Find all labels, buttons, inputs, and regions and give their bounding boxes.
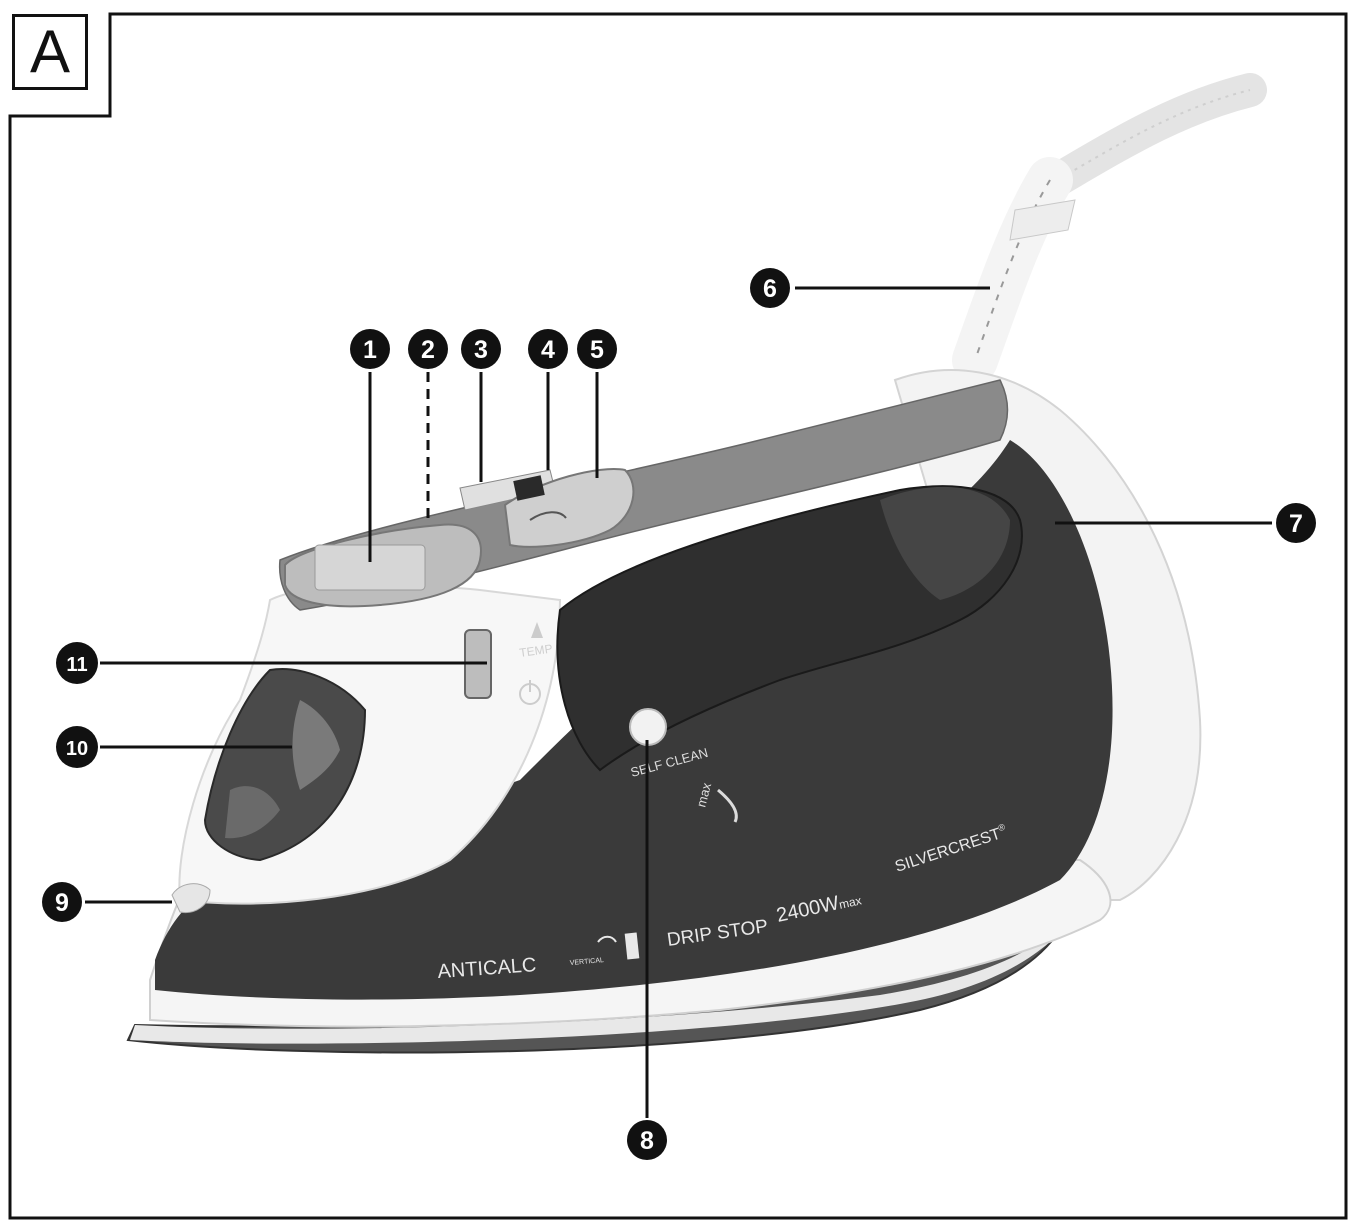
svg-text:7: 7 (1289, 510, 1303, 538)
leader-lines (85, 286, 1272, 1118)
figure-label: A (12, 14, 88, 90)
svg-text:1: 1 (363, 336, 377, 364)
vertical-print: VERTICAL (570, 957, 605, 967)
callout-8: 8 (627, 1120, 667, 1160)
svg-text:9: 9 (55, 889, 69, 917)
callout-9: 9 (42, 882, 82, 922)
callout-5: 5 (577, 329, 617, 369)
svg-text:8: 8 (640, 1127, 654, 1155)
power-cord (952, 73, 1267, 383)
frame-border (8, 12, 1348, 1220)
svg-text:2: 2 (421, 336, 435, 364)
callout-11: 11 (56, 642, 98, 684)
callout-7: 7 (1276, 503, 1316, 543)
vertical-steam-icon (597, 932, 640, 960)
svg-text:4: 4 (541, 336, 555, 364)
control-panel (284, 468, 635, 608)
callout-3: 3 (461, 329, 501, 369)
callout-6: 6 (750, 268, 790, 308)
callout-1: 1 (350, 329, 390, 369)
svg-text:3: 3 (474, 336, 488, 364)
callout-2: 2 (408, 329, 448, 369)
self-clean-button (629, 708, 667, 746)
svg-text:6: 6 (763, 275, 777, 303)
svg-text:5: 5 (590, 336, 604, 364)
temp-print: TEMP (518, 641, 553, 660)
callout-10: 10 (56, 726, 98, 768)
svg-text:10: 10 (66, 738, 88, 760)
max-print: max (693, 781, 714, 809)
callout-4: 4 (528, 329, 568, 369)
filler-cap (171, 883, 211, 914)
svg-text:11: 11 (66, 654, 87, 676)
